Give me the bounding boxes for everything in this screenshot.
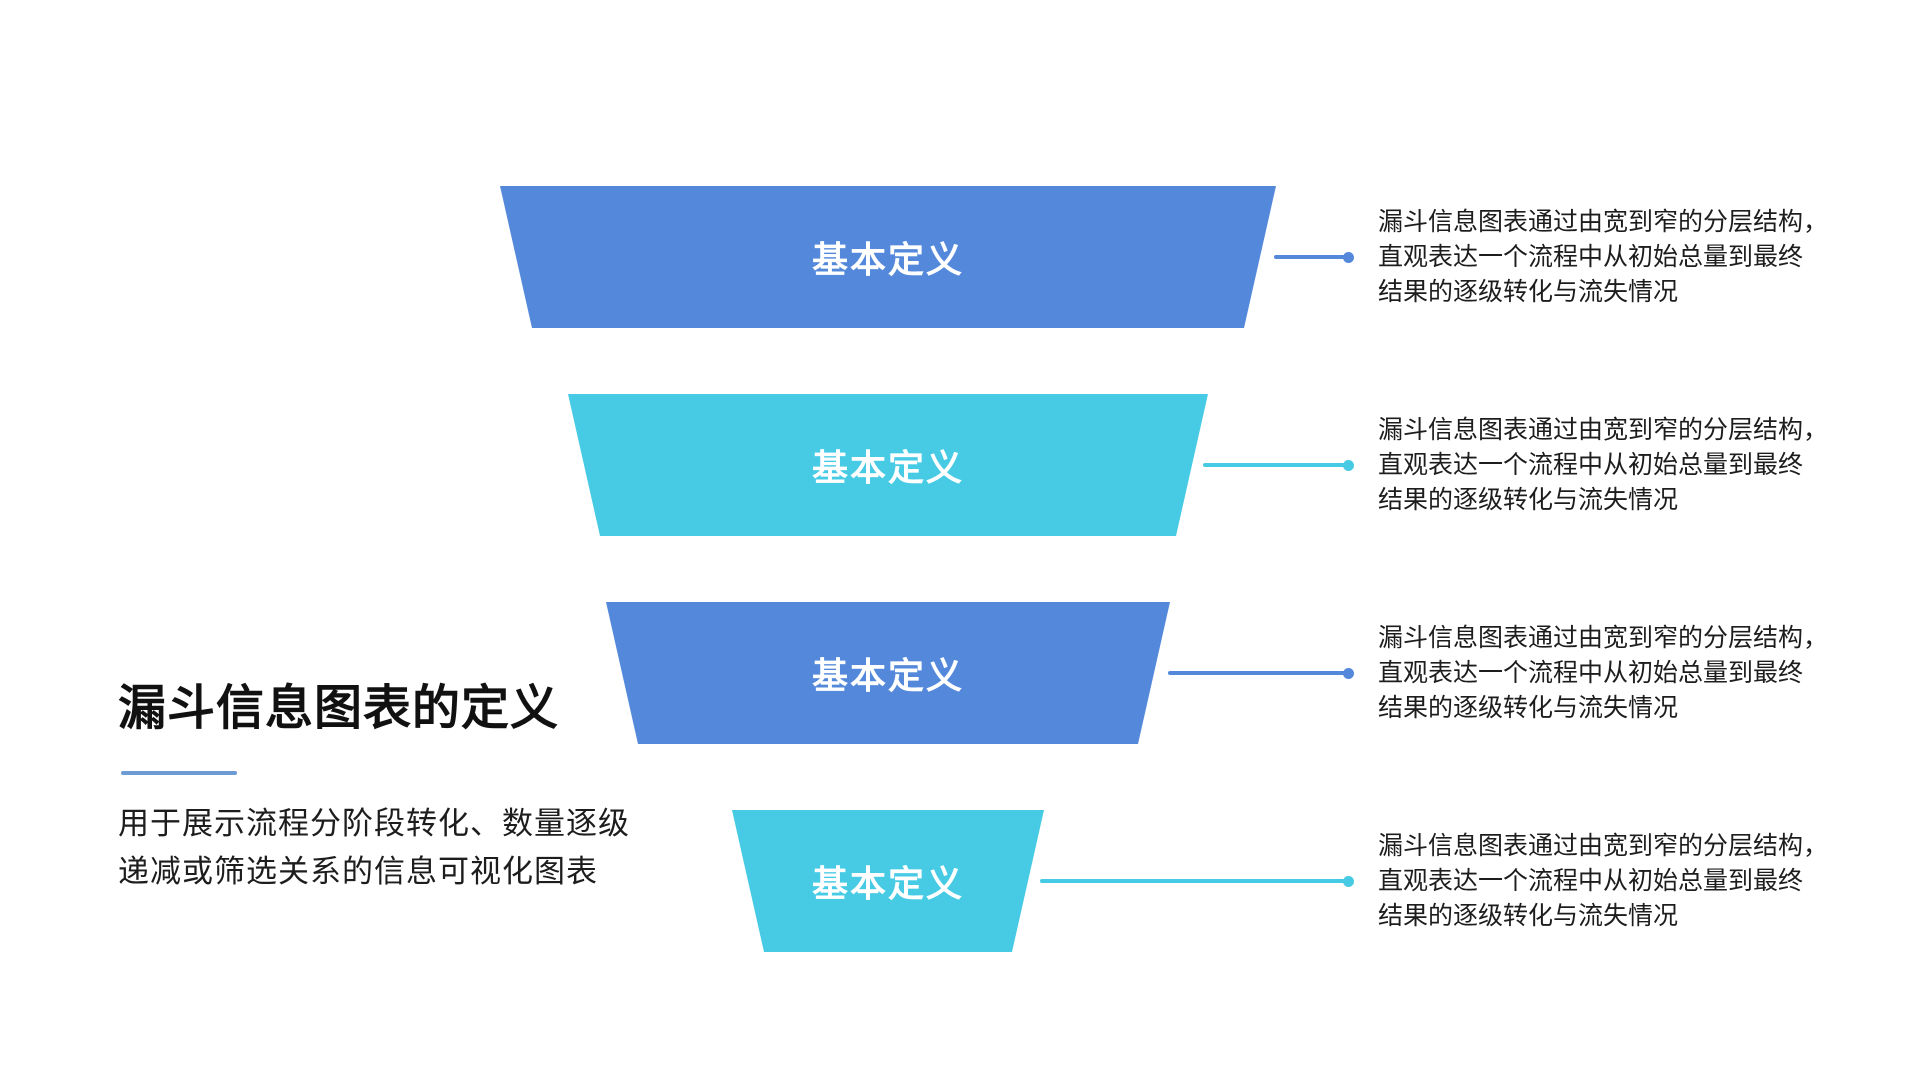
connector-line [1168, 671, 1348, 675]
connector-dot [1343, 251, 1354, 263]
stage-description: 漏斗信息图表通过由宽到窄的分层结构， 直观表达一个流程中从初始总量到最终 结果的… [1378, 832, 1829, 930]
funnel-stage-label: 基本定义 [811, 447, 964, 488]
page-subtitle: 用于展示流程分阶段转化、数量逐级 递减或筛选关系的信息可视化图表 [118, 806, 630, 889]
connector-line [1040, 879, 1348, 883]
stage-description: 漏斗信息图表通过由宽到窄的分层结构， 直观表达一个流程中从初始总量到最终 结果的… [1378, 208, 1829, 306]
funnel-stage-shape: 基本定义 [732, 810, 1044, 952]
funnel-stage-shape: 基本定义 [606, 602, 1170, 744]
funnel-stage-label: 基本定义 [811, 655, 964, 696]
funnel-stage-label: 基本定义 [811, 863, 964, 904]
funnel-stage-shape: 基本定义 [568, 394, 1208, 536]
connector-dot [1343, 875, 1354, 887]
page-title: 漏斗信息图表的定义 [118, 682, 560, 735]
title-underline [121, 771, 237, 775]
stage-description: 漏斗信息图表通过由宽到窄的分层结构， 直观表达一个流程中从初始总量到最终 结果的… [1378, 624, 1829, 722]
connector-dot [1343, 667, 1354, 679]
stage-description: 漏斗信息图表通过由宽到窄的分层结构， 直观表达一个流程中从初始总量到最终 结果的… [1378, 416, 1829, 514]
connector-line [1203, 463, 1348, 467]
connector-dot [1343, 459, 1354, 471]
funnel-stage-shape: 基本定义 [500, 186, 1276, 328]
funnel-stage-label: 基本定义 [811, 239, 964, 280]
connector-line [1274, 255, 1348, 259]
